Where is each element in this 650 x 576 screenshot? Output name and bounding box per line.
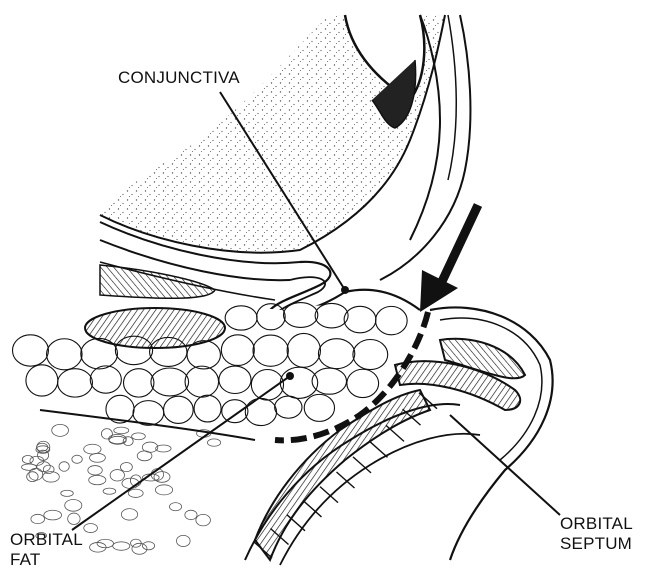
- levator-muscle-oval: [85, 308, 225, 348]
- label-orbital-fat-line2: FAT: [10, 550, 83, 570]
- arrow-indicator: [420, 205, 478, 312]
- label-orbital-fat-line1: ORBITAL: [10, 530, 83, 550]
- label-orbital-septum-line1: ORBITAL: [560, 514, 633, 534]
- label-conjunctiva: CONJUNCTIVA: [118, 68, 240, 88]
- band-segment-line: [386, 425, 404, 441]
- band-segment-line: [337, 472, 355, 488]
- label-orbital-fat: ORBITAL FAT: [10, 530, 83, 570]
- band-segment-line: [370, 441, 388, 457]
- label-orbital-septum: ORBITAL SEPTUM: [560, 514, 633, 554]
- label-orbital-septum-line2: SEPTUM: [560, 534, 633, 554]
- band-segment-line: [320, 487, 338, 503]
- label-conjunctiva-text: CONJUNCTIVA: [118, 68, 240, 88]
- orbital-septum-leader: [450, 415, 560, 515]
